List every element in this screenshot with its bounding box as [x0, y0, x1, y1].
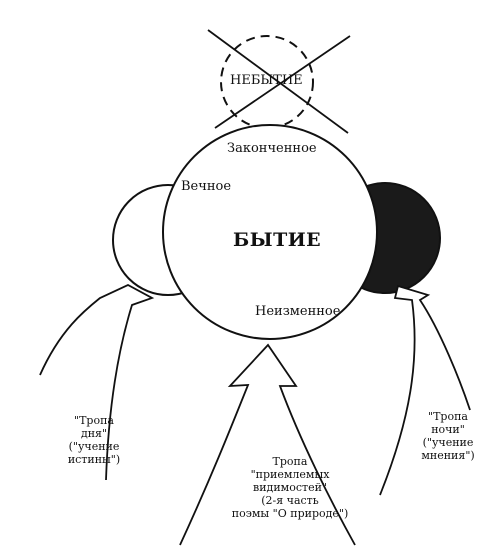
- appearances-path-line: Тропа: [272, 455, 308, 468]
- night-path-arrow: [379, 284, 471, 496]
- appearances-path-arrow: [179, 343, 356, 546]
- night-path-line: ("учение: [422, 436, 474, 449]
- cross-line-2: [214, 35, 351, 129]
- appearances-path-line: поэмы "О природе"): [231, 507, 349, 520]
- non-being-dashed-circle: [220, 35, 314, 129]
- appearances-path-label: Тропа "приемлемых видимостей" (2-я часть…: [230, 455, 350, 520]
- night-path-label: "Тропа ночи" ("учение мнения"): [415, 410, 481, 462]
- appearances-path-line: (2-я часть: [261, 494, 319, 507]
- day-path-line: ("учение: [68, 440, 120, 453]
- appearances-path-line: видимостей": [253, 481, 327, 494]
- day-path-line: "Тропа: [74, 414, 114, 427]
- night-path-line: "Тропа: [428, 410, 468, 423]
- day-path-arrow: [39, 283, 155, 481]
- non-being-label: НЕБЫТИЕ: [230, 73, 303, 88]
- being-title: БЫТИЕ: [233, 229, 322, 251]
- attribute-eternal: Вечное: [181, 179, 232, 194]
- attribute-unchanging: Неизменное: [255, 304, 341, 319]
- non-being-symbol: [207, 29, 351, 134]
- appearances-path-line: "приемлемых: [250, 468, 330, 481]
- attribute-complete: Законченное: [227, 141, 317, 156]
- night-path-line: мнения"): [421, 449, 475, 462]
- day-path-line: дня": [80, 427, 108, 440]
- being-circle: [162, 124, 378, 340]
- day-path-label: "Тропа дня" ("учение истины"): [60, 414, 128, 466]
- cross-line-1: [207, 29, 349, 134]
- night-path-line: ночи": [431, 423, 465, 436]
- day-path-line: истины"): [67, 453, 121, 466]
